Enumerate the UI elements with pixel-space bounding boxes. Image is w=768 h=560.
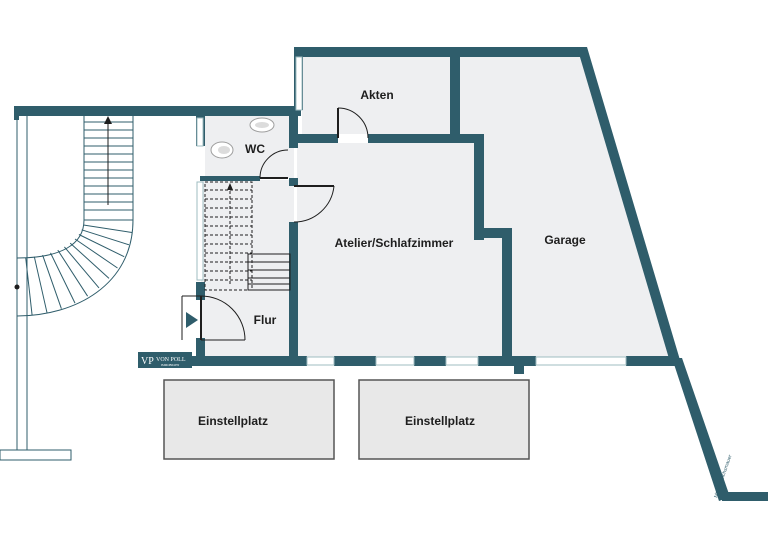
- logo-monogram: VP: [141, 356, 154, 367]
- wc-fixtures: [210, 117, 275, 159]
- wall-right-diagonal: [577, 47, 680, 362]
- wall-boundary-diagonal: [672, 358, 730, 501]
- wall-outer-stair-left: [14, 106, 19, 120]
- parking-right-label: Einstellplatz: [405, 414, 475, 428]
- wall-akten-garage: [450, 47, 460, 142]
- wall-hall-atelier: [289, 222, 298, 366]
- atelier-floor: [297, 143, 505, 358]
- wall-akten-bottom-r: [368, 134, 460, 143]
- logo-name: VON POLL: [156, 357, 186, 363]
- parking-right: [358, 379, 530, 460]
- door-entrance: [181, 295, 246, 341]
- wall-bottom-p3: [478, 356, 536, 366]
- outer-spiral-staircase: [0, 116, 134, 461]
- wall-garage-step-v: [474, 134, 484, 240]
- windows: [196, 56, 627, 366]
- parking-left: [163, 379, 335, 460]
- wall-akten-bottom-l: [294, 134, 338, 143]
- parking-left-label: Einstellplatz: [198, 414, 268, 428]
- wall-hall-left: [196, 282, 205, 300]
- room-label-garage: Garage: [544, 233, 586, 247]
- wall-garage-atelier: [502, 228, 512, 366]
- parking: Einstellplatz Einstellplatz: [163, 379, 530, 460]
- wall-hall-left-low: [196, 338, 205, 366]
- window-south-3: [445, 356, 479, 366]
- wall-bottom-p1: [334, 356, 376, 366]
- logo-tagline: IMMOBILIEN: [161, 363, 180, 367]
- room-label-atelier: Atelier/Schlafzimmer: [335, 236, 454, 250]
- wall-garage-step-h2: [474, 228, 512, 238]
- inner-staircase: [204, 181, 291, 291]
- wall-wc-right: [289, 116, 298, 148]
- door-atelier: [293, 185, 335, 223]
- akten-floor: [302, 56, 452, 134]
- window-south-1: [306, 356, 335, 366]
- wall-hall-atelier-top: [289, 178, 298, 186]
- entrance-arrow-icon: [186, 312, 198, 328]
- door-akten: [337, 107, 369, 139]
- room-label-akten: Akten: [360, 88, 393, 102]
- window-akten-west: [295, 56, 303, 111]
- window-wc-west: [196, 117, 204, 147]
- wall-bottom-p2: [414, 356, 446, 366]
- wall-boundary-bottom: [722, 492, 768, 501]
- wall-wc-bottom: [200, 176, 260, 181]
- window-south-2: [375, 356, 415, 366]
- wall-bottom-left: [190, 356, 307, 366]
- von-poll-logo: VP VON POLL IMMOBILIEN: [138, 352, 192, 368]
- wall-top: [294, 47, 584, 57]
- wall-outer-stair-top: [14, 106, 301, 116]
- wall-bottom-post: [514, 362, 524, 374]
- garage-door: [535, 356, 627, 366]
- room-labels: Akten WC Atelier/Schlafzimmer Garage Flu…: [245, 88, 586, 327]
- door-wc: [259, 149, 289, 179]
- wall-bottom-right: [626, 356, 678, 366]
- doors: [181, 107, 369, 341]
- window-stair-west: [196, 181, 204, 281]
- walls: [14, 47, 768, 501]
- room-label-wc: WC: [245, 142, 265, 156]
- wc-floor: [205, 116, 294, 178]
- room-label-flur: Flur: [254, 313, 277, 327]
- wall-garage-step-h1: [460, 134, 484, 143]
